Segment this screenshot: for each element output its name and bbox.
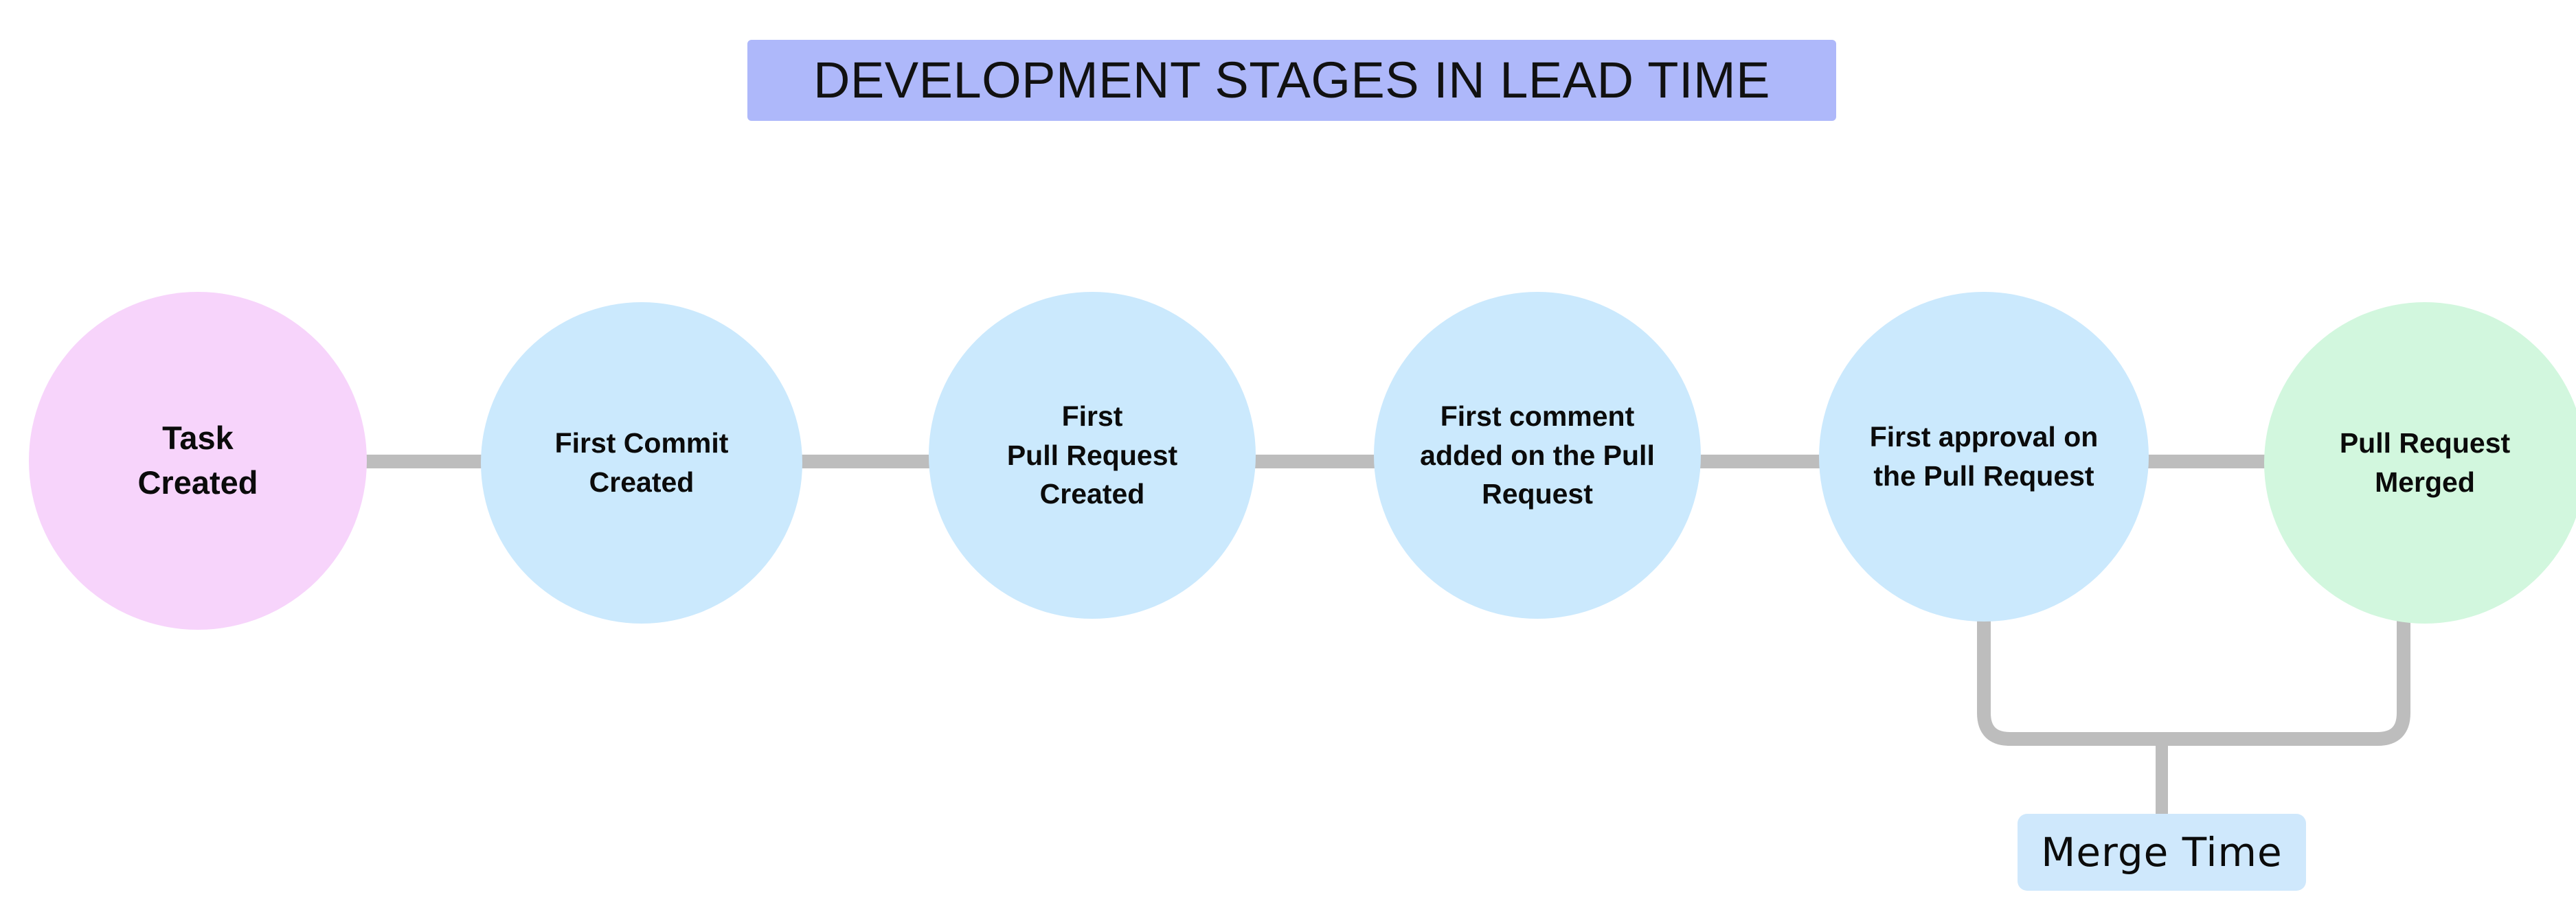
merge-time-bracket xyxy=(1977,618,2410,746)
connector-pr-to-comment xyxy=(1233,455,1398,468)
stage-node-label: First Pull Request Created xyxy=(1006,400,1178,510)
stage-node-first-approval-on-pull-request[interactable]: First approval on the Pull Request xyxy=(1819,292,2149,622)
stage-node-label: First approval on the Pull Request xyxy=(1869,421,2099,492)
connector-task-to-commit xyxy=(343,455,508,468)
stage-node-label: Pull Request Merged xyxy=(2339,427,2511,498)
stage-node-first-comment-on-pull-request[interactable]: First comment added on the Pull Request xyxy=(1374,292,1701,619)
stage-node-first-pull-request-created[interactable]: First Pull Request Created xyxy=(929,292,1256,619)
page-title: DEVELOPMENT STAGES IN LEAD TIME xyxy=(813,52,1771,109)
merge-time-callout[interactable]: Merge Time xyxy=(2018,814,2306,891)
diagram-title-banner: DEVELOPMENT STAGES IN LEAD TIME xyxy=(747,40,1836,121)
connector-commit-to-pr xyxy=(783,455,948,468)
connector-comment-to-approval xyxy=(1677,455,1842,468)
stage-node-label: Task Created xyxy=(137,420,258,501)
stage-node-first-commit-created[interactable]: First Commit Created xyxy=(481,302,802,624)
stage-node-label: First Commit Created xyxy=(554,427,729,498)
stage-node-pull-request-merged[interactable]: Pull Request Merged xyxy=(2264,302,2576,624)
merge-time-label: Merge Time xyxy=(2041,829,2283,876)
stage-node-label: First comment added on the Pull Request xyxy=(1420,400,1655,510)
stage-node-task-created[interactable]: Task Created xyxy=(29,292,367,630)
connector-approval-to-merged xyxy=(2124,455,2289,468)
